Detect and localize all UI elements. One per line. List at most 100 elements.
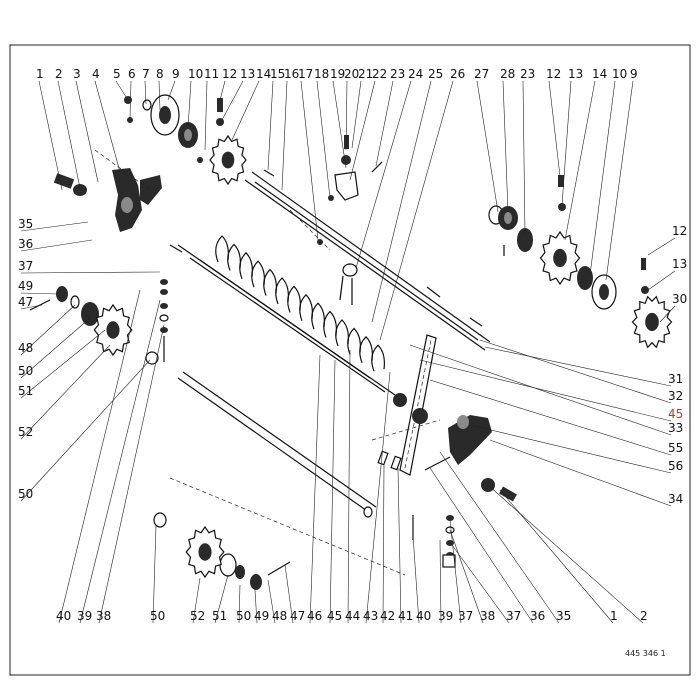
callout-32: 32 [668, 389, 683, 403]
callout-13: 13 [672, 257, 687, 271]
left-hub-group [29, 286, 159, 365]
callout-12: 12 [672, 224, 687, 238]
leader-line [20, 304, 43, 310]
tine [347, 327, 361, 355]
left-bracket [112, 168, 162, 232]
leader-line [144, 80, 147, 105]
leader-line [484, 346, 672, 387]
callout-50: 50 [18, 487, 33, 501]
callout-37: 37 [458, 609, 473, 623]
leader-line [499, 489, 614, 624]
leader-line [355, 80, 412, 269]
leader-line [647, 237, 676, 256]
leader-line [20, 344, 111, 440]
callout-5: 5 [113, 67, 121, 81]
leader-line [469, 424, 672, 474]
callout-15: 15 [270, 67, 285, 81]
washer-stack-left [159, 279, 169, 362]
leader-line [254, 589, 258, 624]
leader-line [345, 80, 348, 151]
tine [299, 293, 313, 322]
leader-line [192, 577, 201, 624]
callout-47: 47 [18, 295, 33, 309]
leader-line [479, 339, 672, 404]
callout-38: 38 [480, 609, 495, 623]
callout-23: 23 [520, 67, 535, 81]
tine [215, 235, 229, 263]
callout-51: 51 [212, 609, 227, 623]
leader-line [548, 80, 561, 177]
lower-shaft [177, 371, 377, 518]
callout-14: 14 [592, 67, 607, 81]
callout-41: 41 [398, 609, 413, 623]
leader-line [58, 289, 141, 624]
callout-48: 48 [18, 341, 33, 355]
leader-line [439, 451, 560, 624]
leader-line [487, 484, 644, 624]
callout-12: 12 [222, 67, 237, 81]
leader-line [449, 529, 484, 624]
leader-line [659, 305, 676, 323]
drawing-number: 445 346 1 [625, 649, 666, 658]
leader-line [57, 80, 81, 189]
callout-4: 4 [92, 67, 100, 81]
leader-line [375, 80, 394, 167]
callout-9: 9 [172, 67, 180, 81]
leader-line [129, 80, 132, 119]
callout-21: 21 [358, 67, 373, 81]
leader-line [522, 80, 526, 236]
callout-24: 24 [408, 67, 423, 81]
callout-13: 13 [240, 67, 255, 81]
callout-56: 56 [668, 459, 683, 473]
callout-11: 11 [204, 67, 219, 81]
callout-12: 12 [546, 67, 561, 81]
leader-line [300, 80, 319, 241]
callout-49: 49 [18, 279, 33, 293]
leader-line [75, 80, 99, 183]
leader-line [20, 329, 106, 399]
leader-line [20, 359, 151, 502]
tine [239, 251, 253, 280]
tine [251, 260, 265, 288]
leader-line [489, 439, 672, 507]
leader-line [451, 544, 510, 624]
callout-2: 2 [55, 67, 63, 81]
bolt-12-13-right [558, 175, 649, 294]
leader-line [214, 574, 229, 624]
callout-47: 47 [290, 609, 305, 623]
leader-line [94, 80, 121, 173]
leader-line [347, 349, 351, 624]
callout-40: 40 [416, 609, 431, 623]
leader-line [449, 519, 462, 624]
leader-line [284, 564, 294, 624]
leader-line [281, 80, 288, 191]
callout-13: 13 [568, 67, 583, 81]
callout-52: 52 [190, 609, 205, 623]
leader-line [221, 80, 244, 121]
reference-lines [94, 149, 441, 576]
leader-line [564, 80, 596, 241]
leader-line [20, 317, 91, 379]
callout-38: 38 [96, 609, 111, 623]
leader-line [20, 271, 161, 274]
leader-line [309, 354, 321, 624]
callout-9: 9 [630, 67, 638, 81]
bushing-27-28 [488, 205, 533, 256]
tine-comb [215, 235, 385, 372]
leader-line [412, 534, 420, 624]
bracket-20-22 [328, 135, 383, 201]
leader-line [329, 359, 336, 624]
callout-25: 25 [428, 67, 443, 81]
callout-22: 22 [372, 67, 387, 81]
callout-36: 36 [18, 237, 33, 251]
callout-33: 33 [668, 421, 683, 435]
callout-18: 18 [314, 67, 329, 81]
callout-43: 43 [363, 609, 378, 623]
bolt-1-2 [53, 173, 87, 196]
leader-line [20, 221, 89, 232]
callout-52: 52 [18, 425, 33, 439]
leader-line [20, 239, 93, 252]
callout-30: 30 [672, 292, 687, 306]
leader-line [79, 299, 161, 624]
callout-20: 20 [344, 67, 359, 81]
